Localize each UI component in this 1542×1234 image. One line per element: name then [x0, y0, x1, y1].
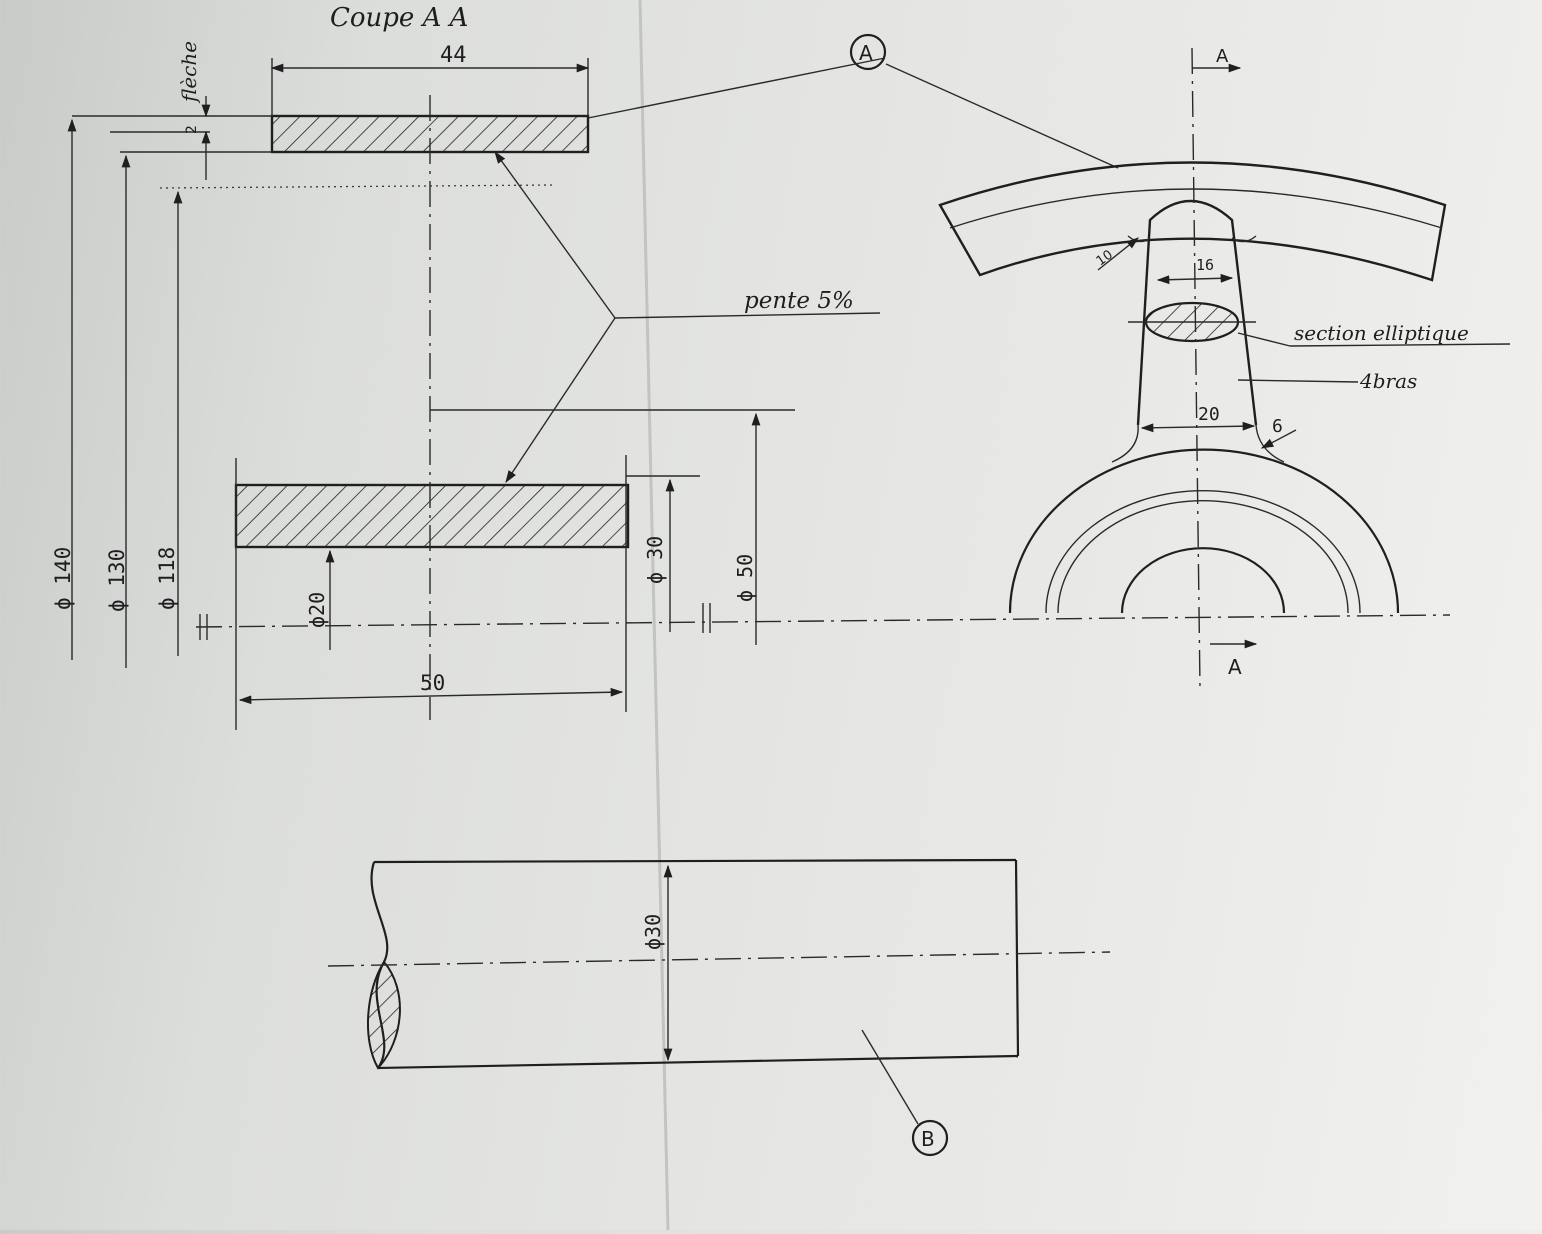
marker-a-circle	[849, 33, 887, 71]
slope-leader-top	[494, 150, 616, 319]
dim-44-text: 44	[440, 43, 467, 68]
dim-20-text: ϕ20	[305, 592, 329, 628]
marker-a-leader-right	[885, 63, 1119, 169]
arms-count-label: 4bras	[1359, 369, 1417, 393]
dim-line-arm-top	[1156, 273, 1234, 285]
dim-118-text: ϕ 118	[155, 547, 179, 610]
hub-bore-arc	[1120, 547, 1286, 614]
section-title: Coupe A A	[330, 3, 468, 33]
hub-arc-3	[1057, 499, 1349, 614]
marker-b-leader	[861, 1029, 919, 1125]
dim-arm-top-text: 16	[1196, 256, 1214, 274]
hub-fillet-left	[1111, 424, 1139, 463]
section-label-leader	[1237, 332, 1291, 347]
axis-break-mark-left	[199, 614, 208, 640]
shaft-view: ϕ30 B	[327, 858, 1111, 1157]
shaft-top-edge	[373, 858, 1017, 864]
fleche-value: 2	[184, 125, 200, 134]
hub-outer-arc	[1008, 448, 1400, 614]
wheel-arm	[1136, 199, 1258, 426]
section-elliptic-label: section elliptique	[1294, 321, 1469, 345]
dim-130-text: ϕ 130	[105, 549, 129, 612]
hub-arc-2	[1045, 489, 1361, 614]
dim-140-text: ϕ 140	[51, 547, 75, 610]
fleche-label: flèche	[177, 41, 201, 104]
shaft-axis-line	[195, 614, 1451, 628]
shaft-break-section	[367, 960, 401, 1070]
marker-a-leader-left	[587, 57, 886, 119]
slope-leader-bottom	[505, 317, 616, 484]
slope-leader-line	[614, 312, 881, 319]
front-center-axis	[1191, 47, 1201, 689]
section-mark-bottom-text: A	[1228, 655, 1242, 679]
arms-label-leader	[1237, 379, 1359, 383]
slope-label: pente 5%	[744, 288, 854, 314]
wheel-rim-inner-line	[949, 188, 1443, 229]
shaft-bottom-edge	[377, 1054, 1019, 1070]
wheel-rim	[938, 161, 1447, 282]
dim-arm-bottom-text: 20	[1198, 404, 1220, 425]
dim-fillet-top-leader	[1097, 237, 1139, 271]
dim-hub-length-text: 50	[420, 671, 445, 695]
marker-b-circle	[911, 1119, 949, 1157]
section-view: Coupe A A 44 flèche 2 ϕ 140 ϕ 130	[51, 3, 1451, 730]
shaft-center-axis	[327, 951, 1111, 967]
section-label-underline	[1289, 343, 1511, 347]
dim-50-text: ϕ 50	[733, 554, 757, 602]
ext-line-118	[159, 184, 556, 189]
paper-fold	[638, 0, 670, 1231]
shaft-end-edge	[1014, 859, 1020, 1057]
dim-fillet-bottom-text: 6	[1272, 416, 1283, 437]
dim-line-arm-bottom	[1140, 421, 1256, 433]
dim-fillet-bottom-leader	[1260, 429, 1297, 449]
marker-a-text: A	[859, 41, 873, 65]
front-view: A A A 16 20 10	[587, 33, 1511, 689]
dim-fillet-top-text: 10	[1094, 247, 1116, 269]
arm-fillet-right	[1231, 235, 1257, 243]
dim-shaft-30-text: ϕ30	[641, 914, 665, 950]
axis-break-mark-right	[702, 603, 711, 633]
marker-b-text: B	[921, 1127, 935, 1151]
section-mark-top-text: A	[1216, 46, 1229, 67]
dim-line-hub-length	[238, 687, 624, 705]
hub-section	[234, 483, 630, 549]
dim-30-text: ϕ 30	[643, 536, 667, 584]
